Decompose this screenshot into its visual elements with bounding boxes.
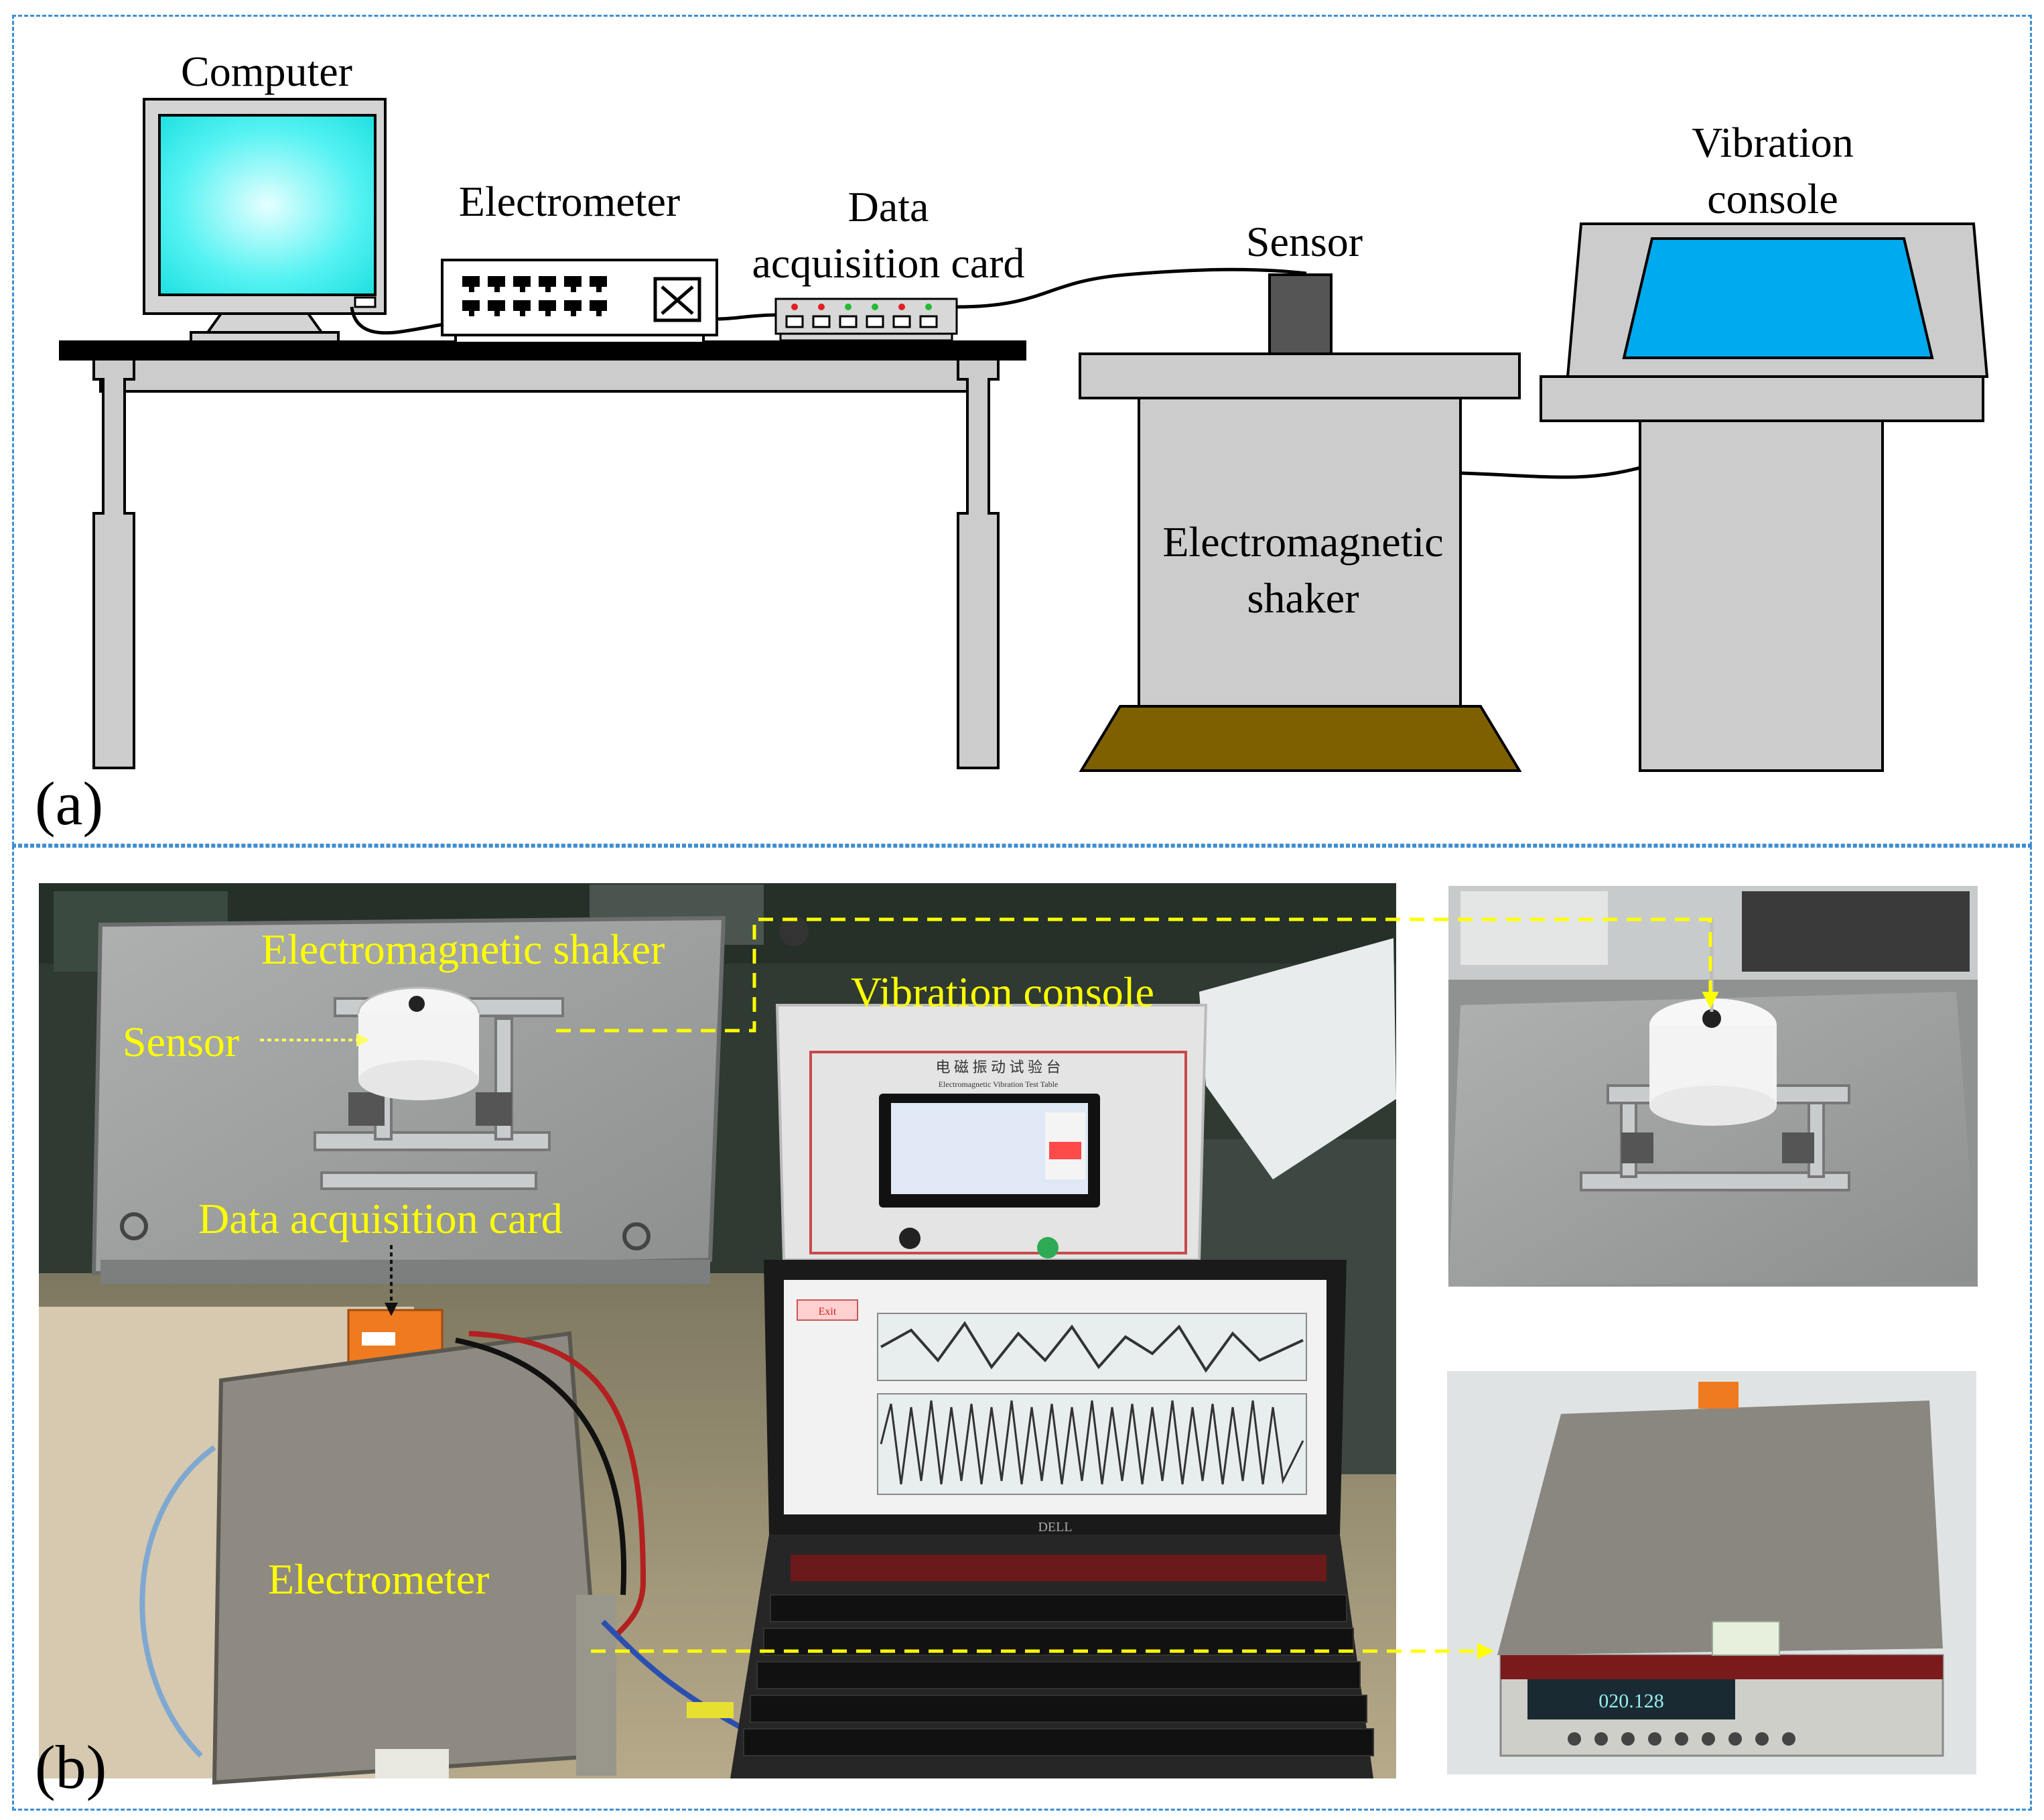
inset-electrometer-photo: 020.128 — [1447, 1371, 1976, 1774]
label-shaker-line2: shaker — [1247, 574, 1359, 622]
table — [59, 340, 1026, 769]
label-sensor: Sensor — [1246, 218, 1363, 265]
photo-label-shaker: Electromagnetic shaker — [261, 925, 665, 973]
panel-a-frame — [12, 15, 2032, 846]
main-photo: 电 磁 振 动 试 验 台 Electromagnetic Vibration … — [39, 883, 1396, 1785]
label-console-line2: console — [1707, 175, 1838, 222]
panel-a-schematic: Computer Electrometer Data acquisition c… — [35, 48, 1989, 838]
connector-arrows — [556, 917, 1719, 1660]
electromagnetic-shaker-device — [1079, 352, 1522, 772]
label-console-line1: Vibration — [1692, 119, 1853, 166]
inset-shaker-photo — [1448, 886, 1978, 1287]
computer-monitor — [143, 98, 387, 343]
vibration-console-device — [1540, 222, 1989, 772]
laptop-exit-button: Exit — [819, 1306, 837, 1317]
panel-a-letter: (a) — [35, 769, 103, 838]
photo-label-sensor: Sensor — [123, 1018, 239, 1065]
label-electrometer: Electrometer — [459, 178, 680, 225]
panel-b-frame — [12, 846, 2032, 1811]
label-shaker-line1: Electromagnetic — [1162, 518, 1443, 566]
photo-label-electrometer: Electrometer — [268, 1555, 489, 1603]
electrometer-device — [441, 259, 718, 344]
photo-label-console: Vibration console — [851, 968, 1154, 1016]
meter-reading: 020.128 — [1598, 1690, 1664, 1712]
photo-label-dac: Data acquisition card — [198, 1195, 563, 1242]
label-dac-line2: acquisition card — [752, 239, 1025, 287]
laptop-brand: DELL — [1038, 1520, 1072, 1535]
label-dac-line1: Data — [848, 183, 929, 231]
panel-b-letter: (b) — [35, 1733, 107, 1801]
sensor-block — [1268, 273, 1333, 355]
panel-b-photos: 电 磁 振 动 试 验 台 Electromagnetic Vibration … — [35, 883, 1978, 1801]
data-acquisition-card-device — [774, 298, 958, 342]
console-panel-title: 电 磁 振 动 试 验 台 — [935, 1059, 1061, 1076]
label-computer: Computer — [181, 48, 352, 95]
console-panel-subtitle: Electromagnetic Vibration Test Table — [939, 1080, 1059, 1089]
